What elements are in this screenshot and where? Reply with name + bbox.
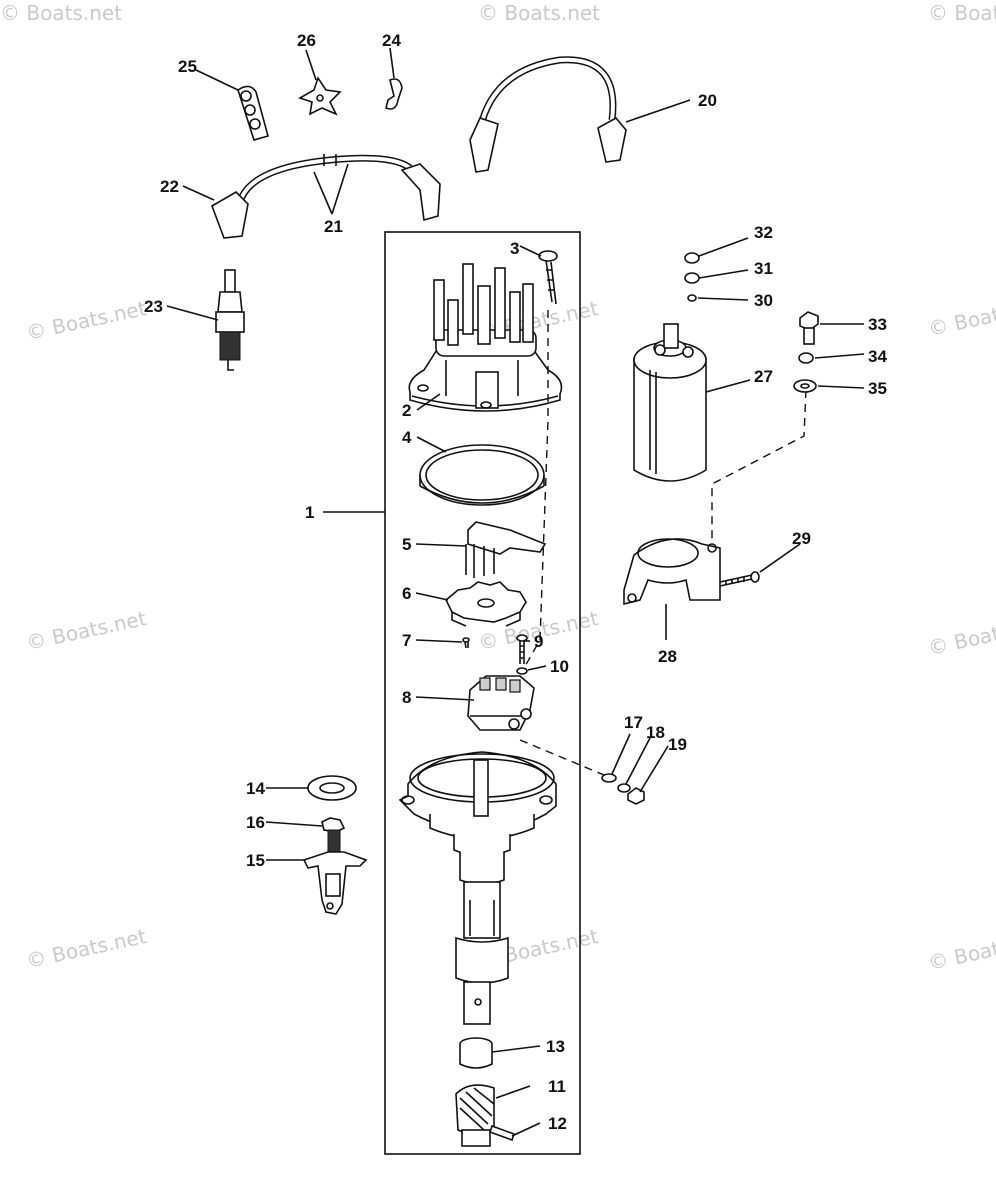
callout-1: 1 (305, 503, 314, 522)
callout-14: 14 (246, 779, 265, 798)
callout-26: 26 (297, 31, 316, 50)
ignition-module (467, 675, 535, 731)
callout-7: 7 (402, 631, 411, 650)
assembly-line-coil (711, 389, 807, 540)
module-screw (516, 634, 528, 664)
watermark-upper-left: © Boats.net (24, 296, 148, 345)
cap-screw (538, 250, 558, 305)
callout-35: 35 (868, 379, 887, 398)
rotor (465, 521, 547, 578)
callout-22: 22 (160, 177, 179, 196)
ignition-coil (633, 323, 707, 482)
leader-lines (166, 47, 865, 1137)
watermark-top-right: © Boats.net (928, 1, 996, 25)
cap-gasket (419, 444, 545, 506)
bushing (459, 1037, 493, 1069)
callout-16: 16 (246, 813, 265, 832)
drive-gear (455, 1084, 495, 1147)
bracket-screw (719, 571, 760, 587)
callout-10: 10 (550, 657, 569, 676)
callout-labels: 1 2 3 4 5 6 7 8 9 10 11 12 13 14 15 16 1… (144, 31, 887, 1133)
callout-31: 31 (754, 259, 773, 278)
callout-32: 32 (754, 223, 773, 242)
callout-28: 28 (658, 647, 677, 666)
gasket-washer (307, 775, 357, 801)
reluctor (445, 581, 527, 627)
callout-6: 6 (402, 584, 411, 603)
coil-terminal-hardware (684, 252, 700, 302)
callout-27: 27 (754, 367, 773, 386)
callout-3: 3 (510, 239, 519, 258)
watermark-upper-right: © Boats.net (926, 292, 996, 341)
distributor-housing (398, 751, 557, 1025)
watermark-lower-left: © Boats.net (24, 924, 148, 973)
watermark-middle-right: © Boats.net (926, 611, 996, 660)
coil-wire-hardware (601, 773, 645, 805)
callout-11: 11 (548, 1077, 566, 1096)
callout-21: 21 (324, 217, 343, 236)
assembly-line-module (519, 739, 605, 776)
watermark-top-center: © Boats.net (478, 1, 600, 25)
callout-34: 34 (868, 347, 887, 366)
callout-25: 25 (178, 57, 197, 76)
callout-24: 24 (382, 31, 401, 50)
roll-pin (488, 1124, 516, 1142)
watermark-middle-left: © Boats.net (24, 606, 148, 655)
callout-5: 5 (402, 535, 411, 554)
callout-29: 29 (792, 529, 811, 548)
hold-down-clamp (302, 851, 368, 915)
callout-8: 8 (402, 688, 411, 707)
callout-17: 17 (624, 713, 643, 732)
callout-23: 23 (144, 297, 163, 316)
callout-2: 2 (402, 401, 411, 420)
callout-4: 4 (402, 428, 412, 447)
distributor-assembly-frame (384, 231, 581, 1155)
watermark-top-left: © Boats.net (0, 1, 122, 25)
clamp-bolt (321, 817, 346, 855)
callout-33: 33 (868, 315, 887, 334)
spark-plug-lead (211, 154, 441, 239)
wire-clip-small (385, 78, 403, 110)
distributor-cap (408, 263, 563, 412)
watermark-lower-right: © Boats.net (926, 926, 996, 975)
coil-high-tension-lead (469, 56, 627, 173)
callout-12: 12 (548, 1114, 567, 1133)
wire-separator-star (298, 76, 342, 116)
module-washer (516, 667, 528, 675)
coil-bracket (623, 538, 721, 606)
coil-mount-hardware (793, 311, 819, 393)
small-screw (462, 637, 470, 649)
callout-13: 13 (546, 1037, 565, 1056)
wire-retainer (237, 85, 269, 141)
callout-9: 9 (534, 632, 543, 651)
spark-plug (215, 269, 245, 371)
callout-30: 30 (754, 291, 773, 310)
callout-15: 15 (246, 851, 265, 870)
callout-18: 18 (646, 723, 665, 742)
callout-19: 19 (668, 735, 687, 754)
callout-20: 20 (698, 91, 717, 110)
